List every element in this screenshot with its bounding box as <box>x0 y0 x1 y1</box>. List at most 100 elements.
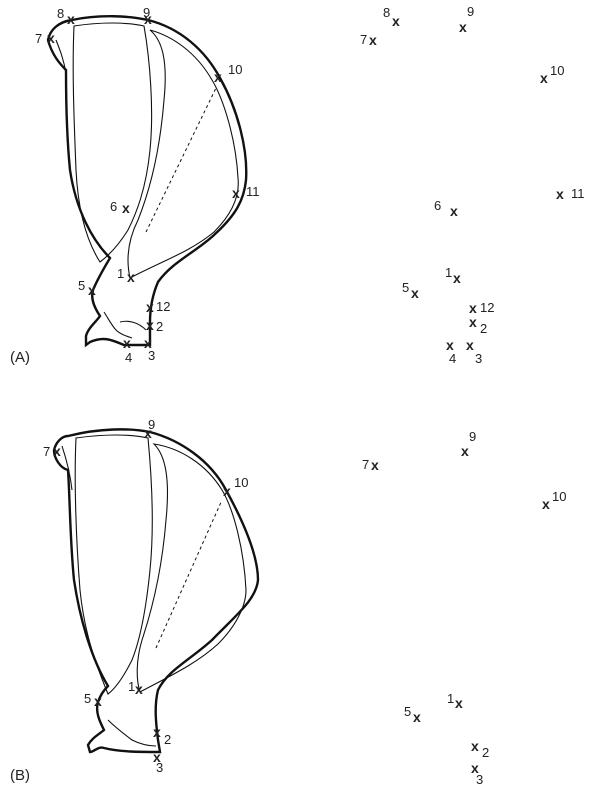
outline-point-3: x 3 <box>144 335 155 363</box>
marker-x: x <box>53 443 61 459</box>
marker-x: x <box>123 335 131 351</box>
marker-x: x <box>135 681 143 697</box>
landmark-label: 9 <box>148 417 155 432</box>
landmark-label: 6 <box>110 199 117 214</box>
scatter-label: 3 <box>476 772 483 787</box>
outline-point-9: x 9 <box>143 5 152 27</box>
marker-x: x <box>232 185 240 201</box>
outline-point-12: x 12 <box>146 299 170 315</box>
scatter-point-1: 1 x <box>447 691 463 711</box>
panel-a-outline-markers: x 1 x 2 x 3 x 4 x 5 x 6 <box>35 5 260 365</box>
marker-x: x <box>94 693 102 709</box>
landmark-label: 3 <box>148 348 155 363</box>
marker-x: x <box>146 317 154 333</box>
scatter-marker: x <box>371 457 379 473</box>
scatter-marker: x <box>446 337 454 353</box>
scatter-point-10: x 10 <box>540 63 564 86</box>
scatter-point-9: x 9 <box>461 429 476 459</box>
outline-point-3: x 3 <box>153 749 163 775</box>
landmark-label: 10 <box>234 475 248 490</box>
scatter-point-4: x 4 <box>446 337 456 366</box>
scatter-label: 3 <box>475 351 482 366</box>
landmark-label: 10 <box>228 62 242 77</box>
landmark-label: 1 <box>128 679 135 694</box>
scatter-point-12: x 12 <box>469 300 494 316</box>
outline-point-8: x 8 <box>57 6 75 27</box>
marker-x: x <box>122 200 130 216</box>
scatter-label: 2 <box>480 321 487 336</box>
outline-point-7: x 7 <box>43 443 61 459</box>
scatter-label: 12 <box>480 300 494 315</box>
outline-point-6: x 6 <box>110 199 130 216</box>
outline-point-7: x 7 <box>35 30 55 46</box>
landmark-label: 5 <box>84 691 91 706</box>
scatter-label: 1 <box>445 265 452 280</box>
marker-x: x <box>153 724 161 740</box>
scatter-label: 10 <box>552 489 566 504</box>
scatter-point-5: 5 x <box>404 704 421 725</box>
scatter-marker: x <box>461 443 469 459</box>
scatter-marker: x <box>453 270 461 286</box>
panel-b-outline-markers: x 1 x 2 x 3 x 5 x 7 x 9 <box>43 417 248 775</box>
marker-x: x <box>223 483 231 499</box>
landmark-label: 7 <box>35 31 42 46</box>
landmark-label: 11 <box>246 184 260 199</box>
scatter-point-8: 8 x <box>383 5 400 29</box>
marker-x: x <box>67 11 75 27</box>
outline-point-10: x 10 <box>223 475 248 499</box>
scatter-label: 1 <box>447 691 454 706</box>
marker-x: x <box>144 335 152 351</box>
scatter-label: 2 <box>482 745 489 760</box>
scatter-point-3: x 3 <box>466 337 482 366</box>
scatter-label: 4 <box>449 351 456 366</box>
scatter-point-6: 6 x <box>434 198 458 219</box>
outline-point-11: x 11 <box>232 184 260 201</box>
landmark-label: 4 <box>125 350 132 365</box>
scatter-marker: x <box>459 19 467 35</box>
panel-a: x 1 x 2 x 3 x 4 x 5 x 6 <box>10 4 585 366</box>
marker-x: x <box>146 299 154 315</box>
scatter-marker: x <box>411 285 419 301</box>
scatter-marker: x <box>469 314 477 330</box>
outline-point-9: x 9 <box>144 417 155 441</box>
panel-b: x 1 x 2 x 3 x 5 x 7 x 9 <box>10 417 566 787</box>
scatter-label: 7 <box>362 457 369 472</box>
scatter-label: 8 <box>383 5 390 20</box>
scatter-marker: x <box>413 709 421 725</box>
landmark-label: 3 <box>156 760 163 775</box>
outline-point-1: x 1 <box>117 266 135 285</box>
panel-label-a: (A) <box>10 349 30 366</box>
scatter-point-7: 7 x <box>362 457 379 473</box>
outline-point-5: x 5 <box>78 278 96 298</box>
scatter-marker: x <box>471 760 479 776</box>
marker-x: x <box>47 30 55 46</box>
scatter-point-7: 7 x <box>360 32 377 48</box>
outline-point-1: x 1 <box>128 679 143 697</box>
landmark-label: 7 <box>43 444 50 459</box>
scatter-marker: x <box>556 186 564 202</box>
scatter-point-2: x 2 <box>469 314 487 336</box>
landmark-label: 12 <box>156 299 170 314</box>
landmark-label: 9 <box>143 5 150 20</box>
scatter-point-1: 1 x <box>445 265 461 286</box>
scatter-label: 9 <box>467 4 474 19</box>
scatter-marker: x <box>392 13 400 29</box>
landmark-label: 2 <box>164 732 171 747</box>
landmark-label: 1 <box>117 266 124 281</box>
outline-point-5: x 5 <box>84 691 102 709</box>
marker-x: x <box>144 11 152 27</box>
outline-point-10: x 10 <box>214 62 242 85</box>
scatter-marker: x <box>450 203 458 219</box>
scatter-marker: x <box>542 496 550 512</box>
marker-x: x <box>144 425 152 441</box>
scatter-point-10: x 10 <box>542 489 566 512</box>
panel-b-scatter: x 9 7 x x 10 1 x 5 x x 2 <box>362 429 566 787</box>
scatter-label: 10 <box>550 63 564 78</box>
scatter-point-11: x 11 <box>556 186 585 202</box>
scatter-label: 11 <box>571 186 585 201</box>
scatter-marker: x <box>466 337 474 353</box>
scatter-label: 5 <box>404 704 411 719</box>
scatter-marker: x <box>369 32 377 48</box>
marker-x: x <box>214 69 222 85</box>
